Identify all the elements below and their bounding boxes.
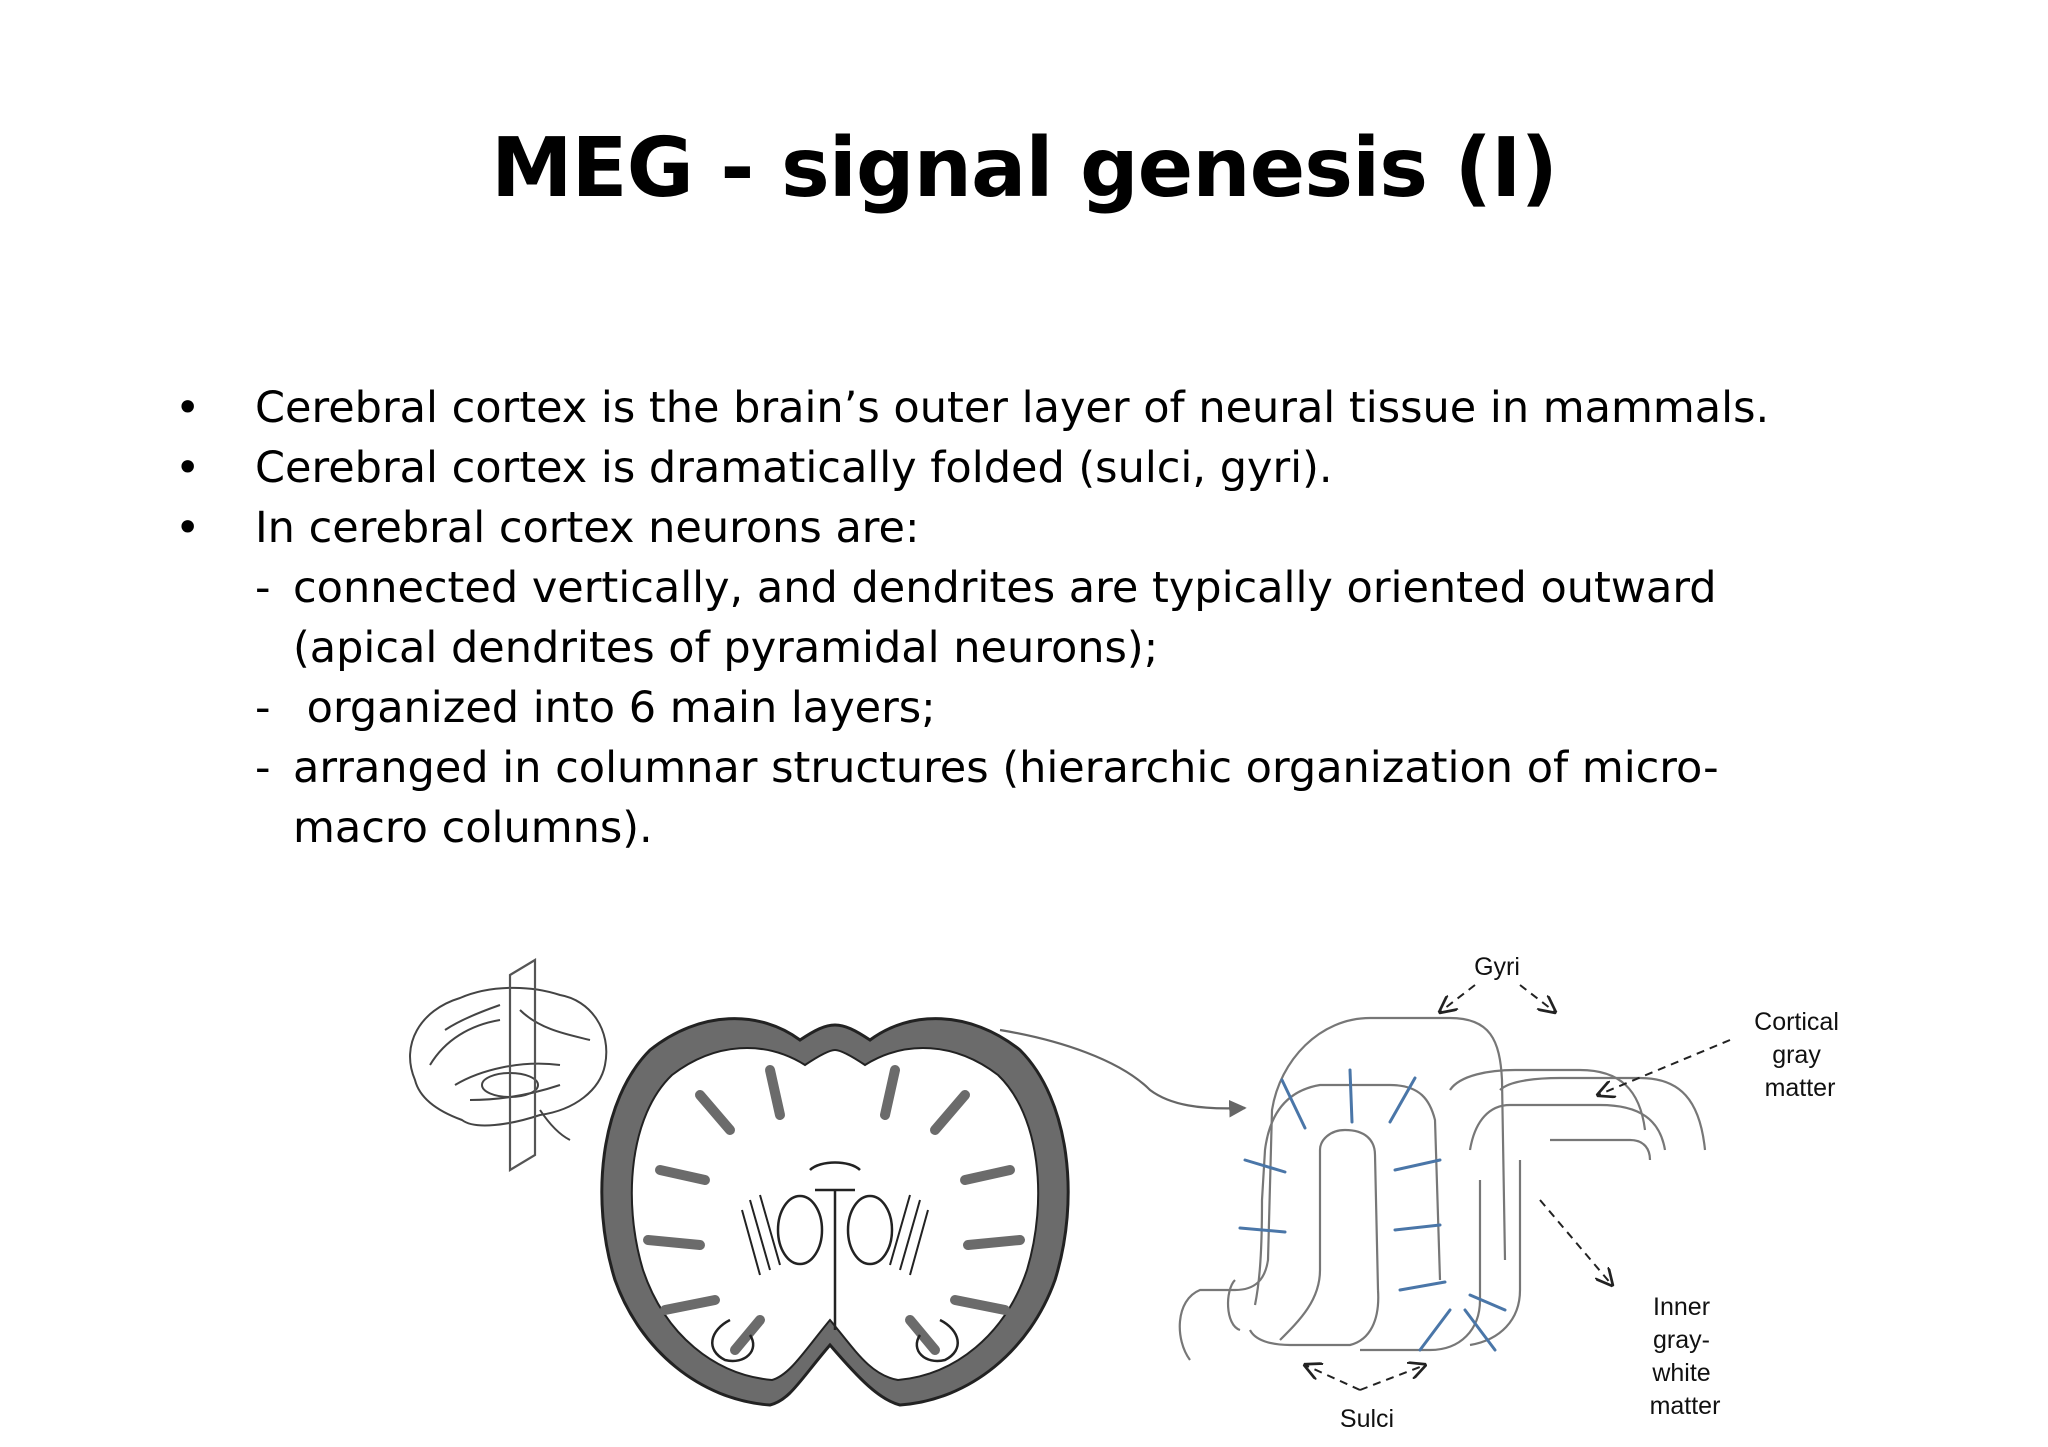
bullet-symbol: • xyxy=(175,383,201,433)
sub-list-text: arranged in columnar structures (hierarc… xyxy=(293,743,1719,853)
inner-gray-white-matter-label: Inner gray- white matter xyxy=(1650,1293,1721,1420)
cortical-column-lines xyxy=(1238,1068,1507,1352)
bullet-symbol: • xyxy=(175,503,201,553)
bullet-item: • In cerebral cortex neurons are: xyxy=(175,498,1875,558)
sub-list-item: - arranged in columnar structures (hiera… xyxy=(175,738,1875,858)
cortex-schematic xyxy=(1178,1016,1707,1361)
bullet-symbol: • xyxy=(175,443,201,493)
sub-list-text: connected vertically, and dendrites are … xyxy=(293,563,1717,673)
dash-symbol: - xyxy=(255,563,271,613)
dash-symbol: - xyxy=(255,683,271,733)
cortical-gray-matter-label: Cortical gray matter xyxy=(1754,1008,1846,1102)
sagittal-brain-icon xyxy=(409,958,608,1172)
bullet-text: Cerebral cortex is dramatically folded (… xyxy=(255,443,1333,493)
bullet-text: Cerebral cortex is the brain’s outer lay… xyxy=(255,383,1770,433)
sub-list-text: organized into 6 main layers; xyxy=(293,683,936,733)
gyri-label: Gyri xyxy=(1474,953,1520,981)
annotation-arrows xyxy=(1305,984,1731,1391)
bullet-list: • Cerebral cortex is the brain’s outer l… xyxy=(175,378,1875,858)
bullet-text: In cerebral cortex neurons are: xyxy=(255,503,920,553)
connector-arrow xyxy=(999,1028,1247,1118)
dash-symbol: - xyxy=(255,743,271,793)
bullet-item: • Cerebral cortex is dramatically folded… xyxy=(175,438,1875,498)
bullet-item: • Cerebral cortex is the brain’s outer l… xyxy=(175,378,1875,438)
sub-list-item: - connected vertically, and dendrites ar… xyxy=(175,558,1875,678)
slide-title: MEG - signal genesis (I) xyxy=(490,121,1558,216)
sulci-label: Sulci xyxy=(1340,1405,1394,1433)
sub-list-item: - organized into 6 main layers; xyxy=(175,678,1875,738)
coronal-brain-slice xyxy=(600,1017,1070,1407)
